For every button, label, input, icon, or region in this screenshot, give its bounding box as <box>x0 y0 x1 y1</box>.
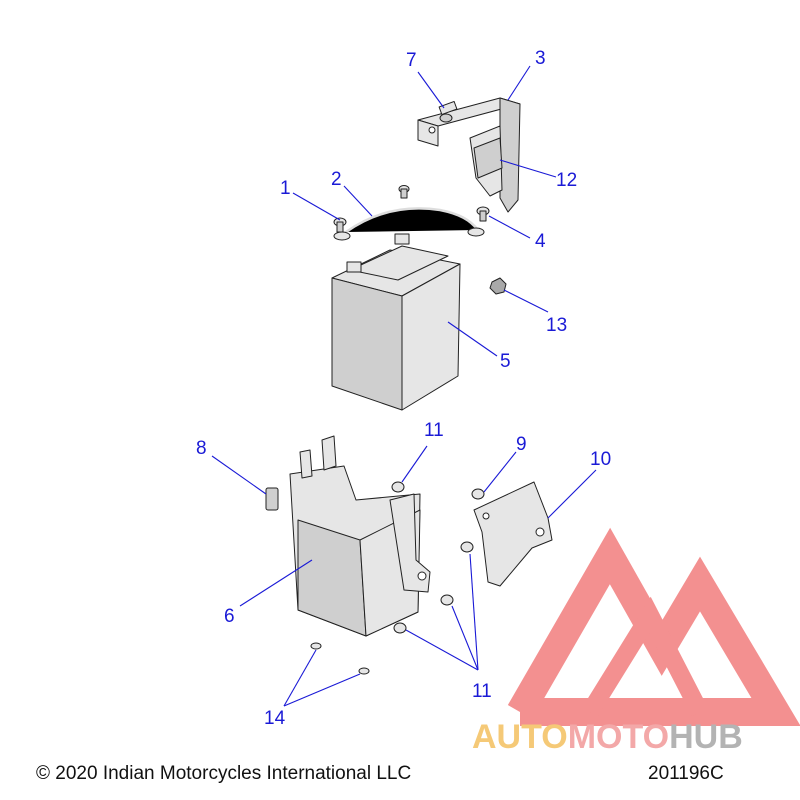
part-10-mount-bracket <box>473 481 553 587</box>
part-3-battery-strap <box>417 97 521 213</box>
callout-12: 12 <box>556 170 577 191</box>
part-2-battery-cable <box>333 207 485 241</box>
callout-11-top: 11 <box>424 420 444 441</box>
part-4-screw <box>476 206 490 222</box>
callout-11-bottom: 11 <box>472 681 492 702</box>
screw-small <box>398 185 410 199</box>
logo-mark-icon <box>507 527 800 726</box>
callout-14: 14 <box>264 708 286 729</box>
logo-text-moto: MOTO <box>568 718 669 756</box>
part-6-battery-box <box>289 435 431 637</box>
part-14-washer <box>310 642 370 675</box>
part-5-battery <box>331 233 461 411</box>
automotohub-logo: AUTOMOTOHUB <box>472 527 800 756</box>
callout-7: 7 <box>406 50 417 71</box>
callout-1: 1 <box>280 178 291 199</box>
callout-6: 6 <box>224 606 235 627</box>
callouts: 1 2 3 4 5 6 7 8 9 10 11 11 12 13 14 <box>196 48 611 729</box>
part-9-bolt <box>471 488 485 500</box>
part-8-clip <box>265 487 279 511</box>
svg-text:AUTOMOTOHUB: AUTOMOTOHUB <box>472 718 743 756</box>
callout-13: 13 <box>546 315 567 336</box>
part-7-bolt <box>438 101 458 123</box>
logo-text-hub: HUB <box>669 718 743 756</box>
callout-2: 2 <box>331 169 342 190</box>
leader-lines <box>211 65 597 707</box>
callout-3: 3 <box>535 48 546 69</box>
callout-8: 8 <box>196 438 207 459</box>
part-12-strap-pad <box>473 137 503 179</box>
copyright-text: © 2020 Indian Motorcycles International … <box>36 763 411 784</box>
diagram-code: 201196C <box>648 763 724 784</box>
part-11-bolt <box>391 481 474 634</box>
logo-text-auto: AUTO <box>472 718 568 756</box>
part-13-nut <box>489 277 507 295</box>
callout-4: 4 <box>535 231 546 252</box>
callout-9: 9 <box>516 434 527 455</box>
callout-10: 10 <box>590 449 611 470</box>
callout-5: 5 <box>500 351 511 372</box>
part-1-screw <box>333 217 347 233</box>
